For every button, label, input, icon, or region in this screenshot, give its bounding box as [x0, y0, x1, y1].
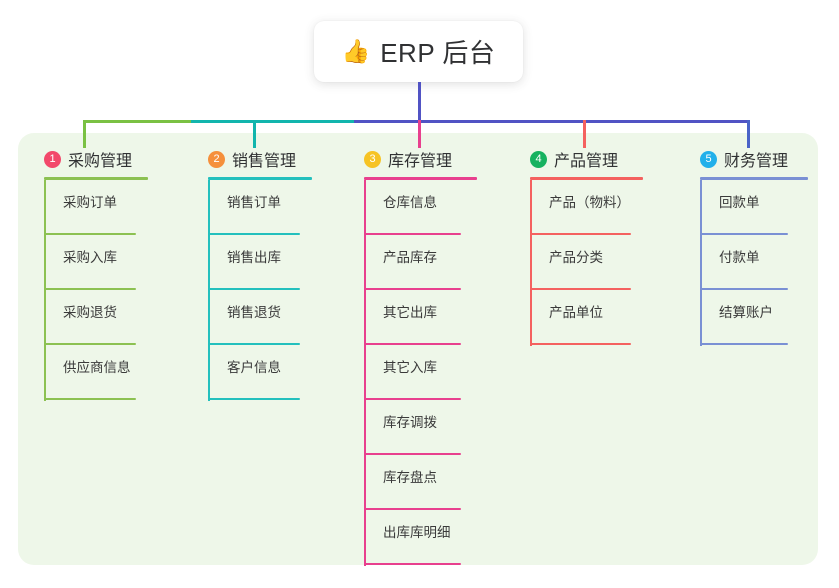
leaf-underline: [364, 453, 461, 455]
leaf-underline: [208, 343, 300, 345]
branch-column-1: 1 采购管理采购订单采购入库采购退货供应商信息: [44, 146, 148, 401]
leaf-underline: [208, 288, 300, 290]
content-panel: [18, 133, 818, 565]
leaf-label: 销售订单: [227, 195, 281, 210]
drop-sales: [253, 120, 256, 148]
branch-header-1[interactable]: 1 采购管理: [44, 146, 132, 172]
leaf-underline: [364, 233, 461, 235]
leaf-underline: [530, 288, 631, 290]
branch-column-2: 2 销售管理销售订单销售出库销售退货客户信息: [208, 146, 312, 401]
leaf-underline: [208, 233, 300, 235]
leaf-label: 其它入库: [383, 360, 437, 375]
leaf-label: 出库库明细: [383, 525, 451, 540]
root-node-card[interactable]: 👍 ERP 后台: [314, 21, 523, 82]
leaf-spine: [364, 180, 366, 566]
leaf-underline: [700, 233, 788, 235]
leaf-label: 产品库存: [383, 250, 437, 265]
root-drop-line: [418, 82, 421, 123]
branch-column-3: 3 库存管理仓库信息产品库存其它出库其它入库库存调拨库存盘点出库库明细: [364, 146, 477, 566]
leaf-underline: [530, 343, 631, 345]
leaf-label: 供应商信息: [63, 360, 131, 375]
leaf-label: 结算账户: [719, 305, 773, 320]
branch-index-badge: 3: [364, 150, 381, 168]
leaf-underline: [44, 233, 136, 235]
branch-header-4[interactable]: 4 产品管理: [530, 146, 618, 172]
leaf-underline: [364, 563, 461, 565]
leaf-label: 产品分类: [549, 250, 603, 265]
branch-header-underline: [530, 177, 643, 180]
trunk-green: [83, 120, 193, 123]
branch-title: 库存管理: [388, 153, 453, 170]
branch-index-badge: 5: [700, 150, 717, 168]
drop-purchase: [83, 120, 86, 148]
leaf-underline: [364, 398, 461, 400]
thumbs-up-emoji: 👍: [341, 38, 371, 64]
branch-index-badge: 1: [44, 150, 61, 168]
branch-header-underline: [700, 177, 808, 180]
branch-column-4: 4 产品管理产品（物料） 产品分类产品单位: [530, 146, 643, 346]
branch-title: 销售管理: [232, 153, 297, 170]
branch-column-5: 5 财务管理回款单付款单结算账户: [700, 146, 808, 346]
leaf-label: 库存盘点: [383, 470, 437, 485]
leaf-label: 客户信息: [227, 360, 281, 375]
leaf-underline: [44, 343, 136, 345]
leaf-label: 仓库信息: [383, 195, 437, 210]
branch-header-underline: [364, 177, 477, 180]
leaf-label: 销售出库: [227, 250, 281, 265]
branch-header-3[interactable]: 3 库存管理: [364, 146, 452, 172]
branch-index-badge: 4: [530, 150, 547, 168]
leaf-underline: [530, 233, 631, 235]
leaf-label: 库存调拨: [383, 415, 437, 430]
branch-title: 采购管理: [68, 153, 133, 170]
branch-header-5[interactable]: 5 财务管理: [700, 146, 788, 172]
trunk-teal: [191, 120, 356, 123]
leaf-spine: [208, 180, 210, 401]
branch-header-underline: [44, 177, 148, 180]
drop-inventory: [418, 120, 421, 148]
leaf-underline: [364, 343, 461, 345]
leaf-label: 采购退货: [63, 305, 117, 320]
leaf-spine: [530, 180, 532, 346]
drop-finance: [747, 120, 750, 148]
leaf-label: 付款单: [719, 250, 760, 265]
branch-title: 产品管理: [554, 153, 619, 170]
leaf-label: 其它出库: [383, 305, 437, 320]
leaf-underline: [700, 288, 788, 290]
trunk-purple: [354, 120, 750, 123]
root-title: ERP 后台: [380, 38, 496, 68]
branch-header-underline: [208, 177, 312, 180]
leaf-label: 采购入库: [63, 250, 117, 265]
branch-index-badge: 2: [208, 150, 225, 168]
leaf-underline: [44, 398, 136, 400]
branch-title: 财务管理: [724, 153, 789, 170]
leaf-underline: [44, 288, 136, 290]
leaf-underline: [364, 508, 461, 510]
leaf-spine: [700, 180, 702, 346]
leaf-underline: [364, 288, 461, 290]
leaf-spine: [44, 180, 46, 401]
leaf-label: 产品（物料）: [549, 195, 630, 210]
leaf-label: 销售退货: [227, 305, 281, 320]
leaf-label: 产品单位: [549, 305, 603, 320]
leaf-label: 回款单: [719, 195, 760, 210]
leaf-underline: [208, 398, 300, 400]
branch-header-2[interactable]: 2 销售管理: [208, 146, 296, 172]
drop-product: [583, 120, 586, 148]
leaf-underline: [700, 343, 788, 345]
leaf-label: 采购订单: [63, 195, 117, 210]
